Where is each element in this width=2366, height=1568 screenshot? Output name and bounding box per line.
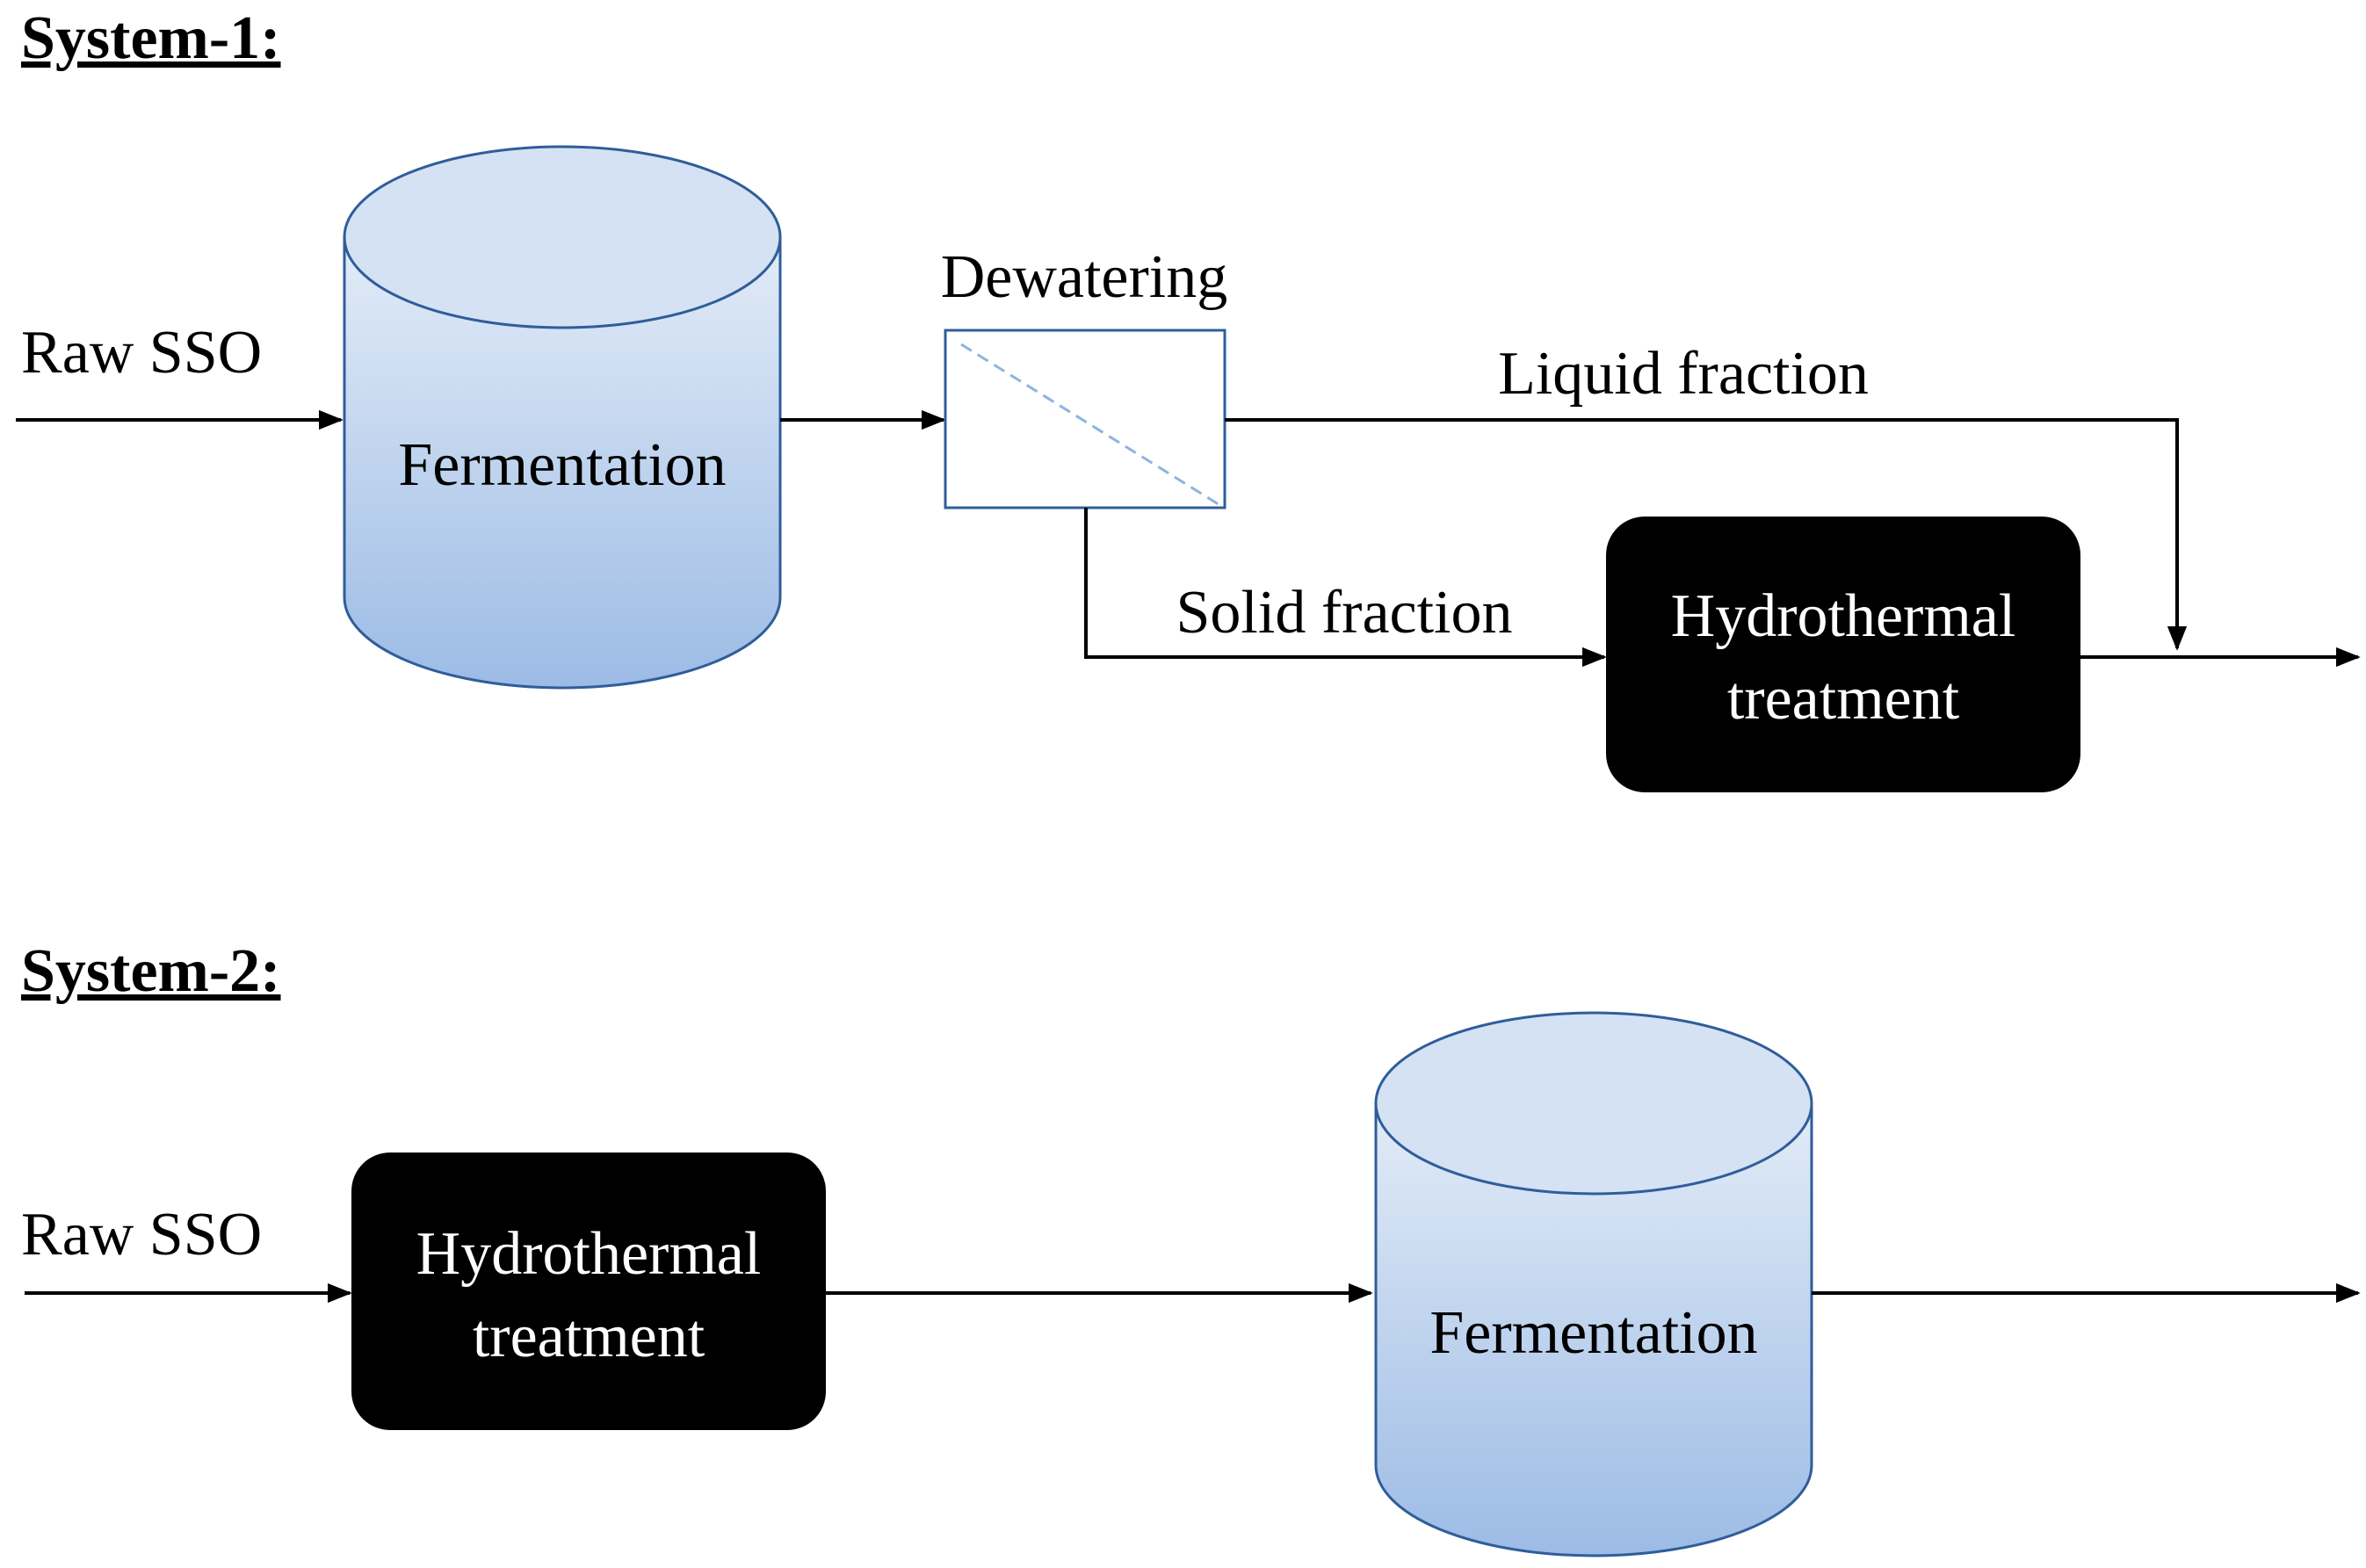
system-1-hydrothermal-rect: [1606, 517, 2080, 792]
system-1-group: System-1: Raw SSO Fermentation Dewaterin…: [16, 4, 2361, 792]
system-1-solid-fraction-arrow: [1084, 508, 1607, 668]
system-2-hydrothermal-label-line1: Hydrothermal: [416, 1220, 762, 1288]
system-2-title: System-2:: [21, 937, 280, 1005]
system-2-hydrothermal-treatment-box: Hydrothermal treatment: [351, 1153, 826, 1430]
system-2-fermentation-cylinder-body: [1374, 1102, 1813, 1557]
system-1-fermentation-label: Fermentation: [398, 431, 726, 499]
system-1-dewatering-separator-line: [960, 343, 1222, 508]
system-1-hydrothermal-treatment-box: Hydrothermal treatment: [1606, 517, 2080, 792]
system-2-group: System-2: Raw SSO Hydrothermal treatment…: [21, 937, 2361, 1557]
system-2-hydrothermal-label-line2: treatment: [473, 1303, 705, 1370]
system-1-raw-sso-label: Raw SSO: [21, 319, 262, 387]
system-1-fermentation-cylinder-body: [343, 235, 782, 690]
system-2-raw-sso-label: Raw SSO: [21, 1201, 262, 1268]
system-1-fermentation-cylinder-top: [343, 145, 782, 329]
system-1-fermentation-tank: Fermentation: [343, 145, 782, 690]
system-1-dewatering-unit: Dewatering: [941, 243, 1228, 509]
system-1-hydrothermal-label-line2: treatment: [1727, 665, 1960, 733]
system-2-fermentation-cylinder-top: [1374, 1011, 1813, 1196]
system-2-fermentation-label: Fermentation: [1429, 1299, 1757, 1367]
system-1-liquid-fraction-label: Liquid fraction: [1498, 340, 1869, 408]
system-1-title: System-1:: [21, 4, 280, 72]
system-1-solid-fraction-label: Solid fraction: [1176, 579, 1513, 647]
system-2-fermentation-tank: Fermentation: [1374, 1011, 1813, 1557]
system-1-liquid-fraction-arrow: [1225, 418, 2188, 651]
system-1-dewatering-label: Dewatering: [941, 243, 1228, 311]
system-2-hydrothermal-rect: [351, 1153, 826, 1430]
system-1-hydrothermal-label-line1: Hydrothermal: [1671, 582, 2016, 650]
